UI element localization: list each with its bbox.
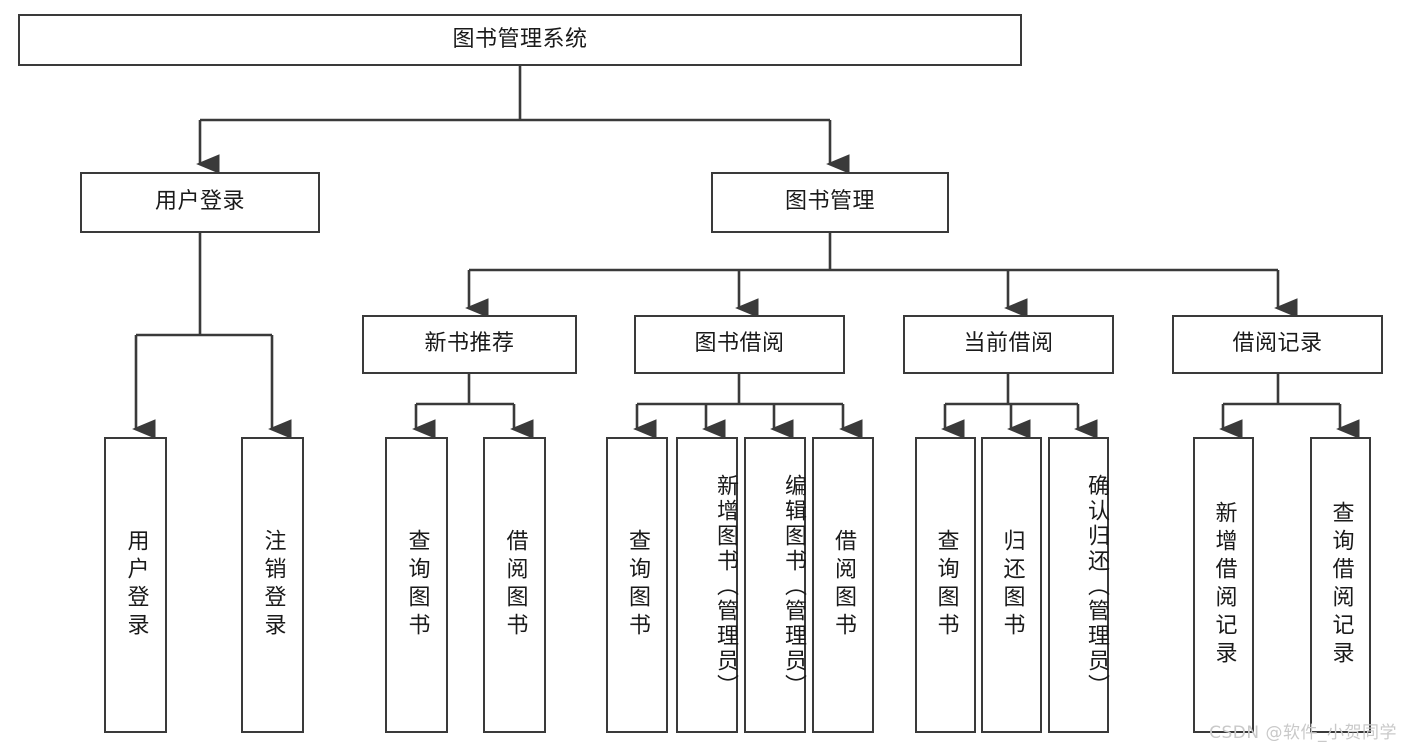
leaf-newbook-borrow-books[interactable]: 借阅图书	[483, 437, 546, 733]
leaf-label: 借阅图书	[502, 529, 528, 641]
leaf-label: 新增借阅记录	[1211, 501, 1237, 669]
leaf-label: 编辑图书（管理员）	[781, 473, 806, 699]
leaf-label: 查询借阅记录	[1328, 501, 1354, 669]
leaf-records-add-record[interactable]: 新增借阅记录	[1193, 437, 1254, 733]
leaf-label: 查询图书	[933, 529, 959, 641]
leaf-current-confirm-return-admin[interactable]: 确认归还（管理员）	[1048, 437, 1109, 733]
leaf-borrow-add-book-admin[interactable]: 新增图书（管理员）	[676, 437, 738, 733]
leaf-current-query-books[interactable]: 查询图书	[915, 437, 976, 733]
node-borrow-records[interactable]: 借阅记录	[1172, 315, 1383, 374]
node-new-book-recommend-label: 新书推荐	[424, 331, 515, 357]
node-book-management[interactable]: 图书管理	[711, 172, 949, 233]
leaf-borrow-borrow-books[interactable]: 借阅图书	[812, 437, 874, 733]
leaf-label: 查询图书	[404, 529, 430, 641]
leaf-label: 确认归还（管理员）	[1084, 473, 1109, 699]
node-root-label: 图书管理系统	[452, 26, 588, 52]
leaf-user-login-login[interactable]: 用户登录	[104, 437, 167, 733]
leaf-newbook-query-books[interactable]: 查询图书	[385, 437, 448, 733]
leaf-current-return-books[interactable]: 归还图书	[981, 437, 1042, 733]
leaf-label: 新增图书（管理员）	[713, 473, 738, 699]
node-book-borrow-label: 图书借阅	[694, 331, 785, 357]
leaf-user-login-logout[interactable]: 注销登录	[241, 437, 304, 733]
leaf-label: 查询图书	[625, 529, 650, 641]
node-user-login-label: 用户登录	[154, 189, 245, 215]
leaf-label: 借阅图书	[831, 529, 856, 641]
node-new-book-recommend[interactable]: 新书推荐	[362, 315, 577, 374]
node-book-borrow[interactable]: 图书借阅	[634, 315, 845, 374]
leaf-label: 用户登录	[123, 529, 149, 641]
leaf-borrow-edit-book-admin[interactable]: 编辑图书（管理员）	[744, 437, 806, 733]
node-current-borrow[interactable]: 当前借阅	[903, 315, 1114, 374]
leaf-label: 归还图书	[999, 529, 1025, 641]
leaf-records-query-record[interactable]: 查询借阅记录	[1310, 437, 1371, 733]
node-root[interactable]: 图书管理系统	[18, 14, 1022, 66]
node-user-login[interactable]: 用户登录	[80, 172, 320, 233]
leaf-borrow-query-books[interactable]: 查询图书	[606, 437, 668, 733]
node-borrow-records-label: 借阅记录	[1232, 331, 1323, 357]
node-current-borrow-label: 当前借阅	[963, 331, 1054, 357]
node-book-management-label: 图书管理	[784, 189, 875, 215]
watermark: CSDN @软件_小贺同学	[1209, 723, 1397, 743]
leaf-label: 注销登录	[260, 529, 286, 641]
